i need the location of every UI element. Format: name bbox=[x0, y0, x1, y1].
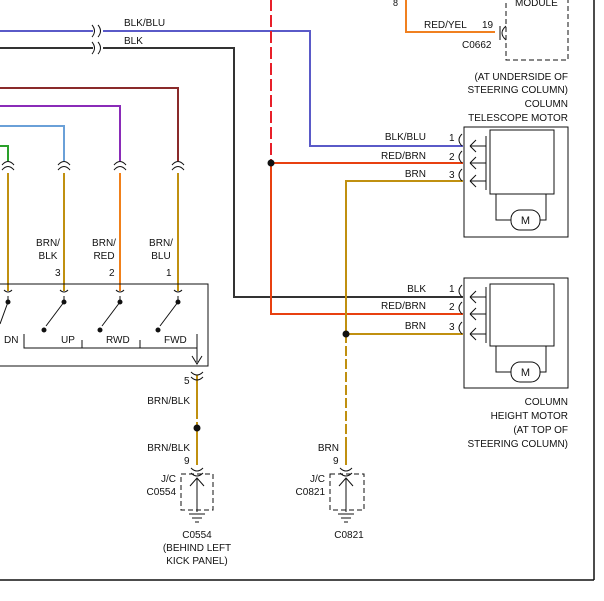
telescope-pin-3: 3 bbox=[449, 170, 455, 181]
height-note-3: (AT TOP OF bbox=[513, 425, 568, 436]
height-pin-2: 2 bbox=[449, 302, 455, 313]
telescope-connector bbox=[458, 129, 555, 221]
telescope-wire-1: BLK/BLU bbox=[385, 132, 426, 143]
telescope-note-3: COLUMN bbox=[525, 99, 568, 110]
label-red-yel: RED/YEL bbox=[424, 20, 467, 31]
label-pin-8: 8 bbox=[393, 0, 398, 8]
switch-wire-3-top: BRN/ bbox=[92, 238, 116, 249]
switch-out-wire: BRN/BLK bbox=[147, 396, 190, 407]
ground-left-pin: 9 bbox=[184, 456, 190, 467]
label-c0662: C0662 bbox=[462, 40, 492, 51]
height-note-2: HEIGHT MOTOR bbox=[491, 411, 568, 422]
telescope-motor-symbol: M bbox=[510, 209, 541, 231]
ground-left-connector bbox=[180, 467, 214, 523]
label-blk-top: BLK bbox=[124, 36, 143, 47]
ground-left-wire: BRN/BLK bbox=[147, 443, 190, 454]
switch-pos-fwd: FWD bbox=[164, 335, 187, 346]
height-wire-2: RED/BRN bbox=[381, 301, 426, 312]
ground-left-note-1: (BEHIND LEFT bbox=[163, 543, 231, 554]
height-note-1: COLUMN bbox=[525, 397, 568, 408]
height-wire-3: BRN bbox=[405, 321, 426, 332]
wire-brn bbox=[345, 180, 463, 335]
telescope-motor-box bbox=[463, 126, 569, 238]
telescope-note-1: (AT UNDERSIDE OF bbox=[474, 72, 568, 83]
height-pin-1: 1 bbox=[449, 284, 455, 295]
wire-blk-blu bbox=[0, 30, 463, 147]
ground-right-wire: BRN bbox=[318, 443, 339, 454]
module-label: MODULE bbox=[515, 0, 558, 9]
label-blk-blu-top: BLK/BLU bbox=[124, 18, 165, 29]
switch-pin-2: 2 bbox=[109, 268, 115, 279]
splice-dot-brn bbox=[342, 330, 350, 338]
switch-pos-up: UP bbox=[61, 335, 75, 346]
telescope-wire-3: BRN bbox=[405, 169, 426, 180]
telescope-note-4: TELESCOPE MOTOR bbox=[468, 113, 568, 124]
wire-red-yel bbox=[405, 0, 495, 33]
telescope-pin-1: 1 bbox=[449, 133, 455, 144]
height-note-4: STEERING COLUMN) bbox=[467, 439, 568, 450]
wire-dark-red bbox=[0, 87, 179, 161]
ground-left-label: C0554 bbox=[182, 530, 212, 541]
switch-wire-2-top: BRN/ bbox=[36, 238, 60, 249]
height-connector bbox=[458, 283, 555, 373]
switch-pin-3: 3 bbox=[55, 268, 61, 279]
height-motor-box bbox=[463, 277, 569, 389]
switch-wire-3-bottom: RED bbox=[93, 251, 114, 262]
switch-wire-4-top: BRN/ bbox=[149, 238, 173, 249]
ground-right-label: C0821 bbox=[334, 530, 364, 541]
inline-connector-top bbox=[91, 24, 101, 55]
height-motor-symbol: M bbox=[510, 361, 541, 383]
ground-left-note-2: KICK PANEL) bbox=[166, 556, 228, 567]
switch-box bbox=[0, 283, 209, 367]
ground-right-connector-label: C0821 bbox=[296, 487, 326, 498]
splice-dot-brn-blk bbox=[193, 424, 201, 432]
wire-light-blue bbox=[0, 125, 65, 161]
ground-right-connector bbox=[329, 467, 365, 523]
switch-out-pin: 5 bbox=[184, 376, 190, 387]
ground-left-connector-label: C0554 bbox=[147, 487, 177, 498]
telescope-pin-2: 2 bbox=[449, 152, 455, 163]
switch-pos-dn: DN bbox=[4, 335, 18, 346]
wire-green bbox=[0, 145, 9, 161]
ground-left-jc: J/C bbox=[161, 474, 176, 485]
switch-wire-4-bottom: BLU bbox=[151, 251, 170, 262]
inline-connector-feeds bbox=[1, 161, 185, 171]
telescope-wire-2: RED/BRN bbox=[381, 151, 426, 162]
wire-red-brn bbox=[270, 162, 463, 315]
wire-purple bbox=[0, 105, 121, 161]
height-wire-1: BLK bbox=[407, 284, 426, 295]
ground-right-pin: 9 bbox=[333, 456, 339, 467]
switch-pin-1: 1 bbox=[166, 268, 172, 279]
height-pin-3: 3 bbox=[449, 322, 455, 333]
wire-blk bbox=[0, 47, 463, 298]
height-motor-m: M bbox=[521, 367, 530, 379]
ground-right-jc: J/C bbox=[310, 474, 325, 485]
switch-wire-2-bottom: BLK bbox=[39, 251, 58, 262]
module-box bbox=[505, 0, 569, 61]
telescope-motor-m: M bbox=[521, 215, 530, 227]
label-pin-19: 19 bbox=[482, 20, 494, 31]
switch-contacts bbox=[0, 289, 204, 381]
switch-pos-rwd: RWD bbox=[106, 335, 130, 346]
splice-dot-red bbox=[267, 159, 275, 167]
telescope-note-2: STEERING COLUMN) bbox=[467, 85, 568, 96]
module-connector bbox=[499, 25, 507, 41]
